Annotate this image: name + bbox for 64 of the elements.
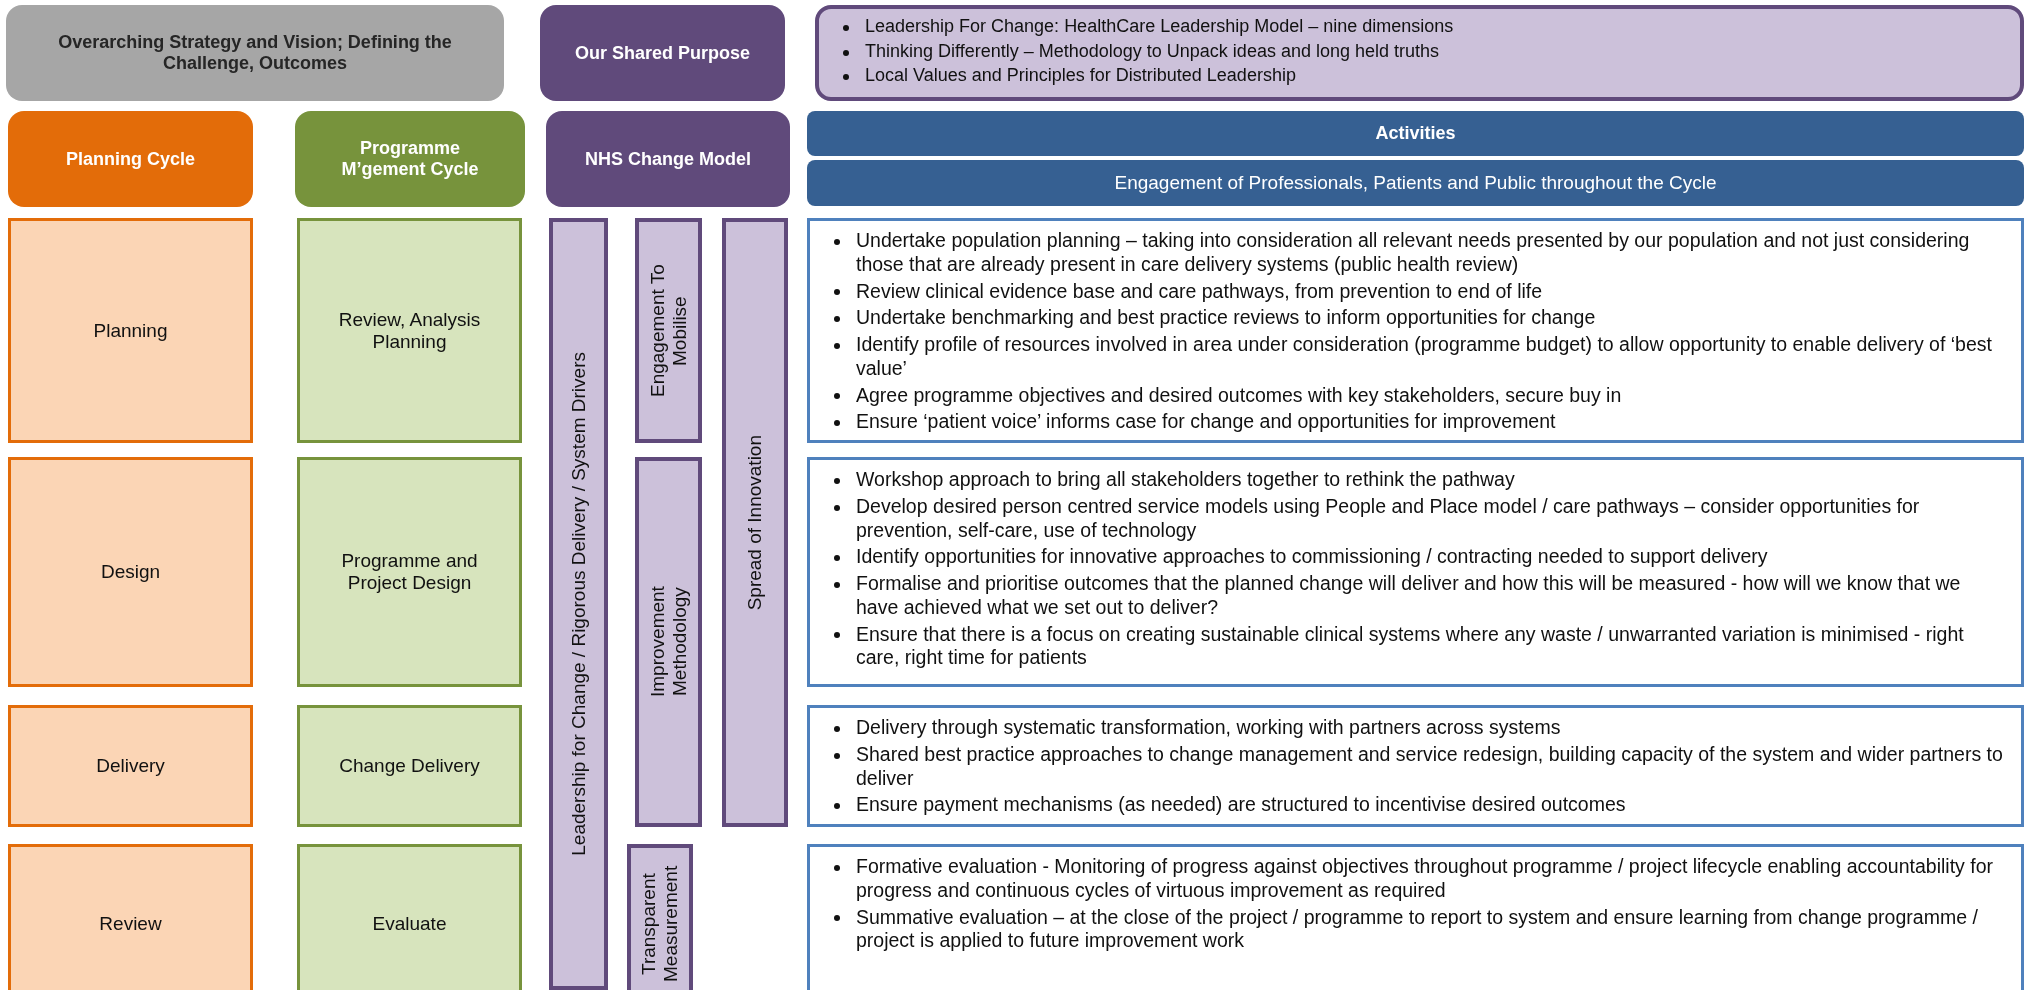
bullet-item: Agree programme objectives and desired outcomes with key stakeholders, secure buy in [830,383,2007,408]
stage-cell [8,457,253,687]
column-header [546,111,790,207]
label-text: Programme and Project Design [340,550,479,594]
stage-cell [8,218,253,443]
label-text: Engagement of Professionals, Patients and Public throughout the Cycle [1114,172,1717,194]
bullet-item: Identify profile of resources involved in area under consideration (programme budget) to allow opportunity to enable delivery of ‘best value’ [830,333,2007,381]
bullet-item: Ensure payment mechanisms (as needed) are structured to incentivise desired outcomes [830,793,2007,818]
heading-box [6,5,504,101]
bullet-item: Identify opportunities for innovative approaches to commissioning / contracting needed to support delivery [830,545,2007,570]
vertical-label: Transparent Measurement [638,864,682,985]
bullet-item: Summative evaluation – at the close of the project / programme to report to system and ensure learning from change programme / project is applied to future improvement work [830,905,2007,954]
label-text: Review, Analysis Planning [337,308,482,353]
stage-cell [297,218,522,443]
header-bar [807,160,2024,206]
column-header [295,111,525,207]
vertical-bar [635,218,702,443]
vertical-bar [549,218,608,990]
stage-cell [297,705,522,827]
activities-panel [807,457,2024,687]
bullet-item: Leadership For Change: HealthCare Leadership Model – nine dimensions [839,15,1454,38]
bullet-item: Review clinical evidence base and care pathways, from prevention to end of life [830,279,2007,304]
vertical-bar [627,844,693,990]
label-text: Programme M’gement Cycle [340,138,480,180]
stage-cell [297,457,522,687]
stage-cell [8,705,253,827]
bullet-item: Delivery through systematic transformation, working with partners across systems [830,716,2007,740]
column-header [807,111,2024,156]
bullet-item: Workshop approach to bring all stakeholders together to rethink the pathway [830,468,2007,492]
activities-panel [807,705,2024,827]
vertical-label: Spread of Innovation [744,434,766,611]
label-text: Our Shared Purpose [574,42,750,64]
label-text: NHS Change Model [585,148,751,170]
stage-cell [8,844,253,990]
bullet-item: Ensure ‘patient voice’ informs case for change and opportunities for improvement [830,410,2007,435]
principles-panel [815,5,2024,101]
label-text: Change Delivery [339,755,480,777]
activities-panel [807,218,2024,443]
bullet-item: Undertake benchmarking and best practice reviews to inform opportunities for change [830,306,2007,331]
label-text: Design [100,561,161,583]
heading-box [540,5,785,101]
label-text: Review [99,913,162,935]
label-text: Planning Cycle [65,148,195,170]
stage-cell [297,844,522,990]
label-text: Evaluate [372,913,447,935]
vertical-label: Engagement To Mobilise [646,263,691,399]
column-header [8,111,253,207]
bullet-item: Undertake population planning – taking into consideration all relevant needs presented by our population and not just considering those that are already present in care delivery systems (public health review) [830,229,2007,277]
label-text: Delivery [96,755,165,777]
bullet-item: Develop desired person centred service models using People and Place model / care pathways – consider opportunities for prevention, self-care, use of technology [830,494,2007,543]
bullet-item: Formative evaluation - Monitoring of progress against objectives throughout programme / project lifecycle enabling accountability for progress and continuous cycles of virtuous improvement as required [830,855,2007,903]
vertical-label: Leadership for Change / Rigorous Delivery / System Drivers [567,352,590,856]
vertical-bar [635,457,702,827]
label-text: Planning [93,319,168,342]
bullet-item: Thinking Differently – Methodology to Unpack ideas and long held truths [839,40,1454,63]
activities-panel [807,844,2024,990]
vertical-label: Improvement Methodology [646,585,691,700]
label-text: Activities [1375,123,1456,144]
bullet-item: Ensure that there is a focus on creating sustainable clinical systems where any waste / unwarranted variation is minimised - right care, right time for patients [830,622,2007,671]
bullet-item: Formalise and prioritise outcomes that the planned change will deliver and how this will be measured - how will we know that we have achieved what we set out to deliver? [830,572,2007,620]
bullet-item: Shared best practice approaches to change management and service redesign, building capacity of the system and wider partners to deliver [830,742,2007,791]
vertical-bar [722,218,788,827]
bullet-item: Local Values and Principles for Distributed Leadership [839,65,1454,88]
label-text: Overarching Strategy and Vision; Defining the Challenge, Outcomes [57,32,453,74]
